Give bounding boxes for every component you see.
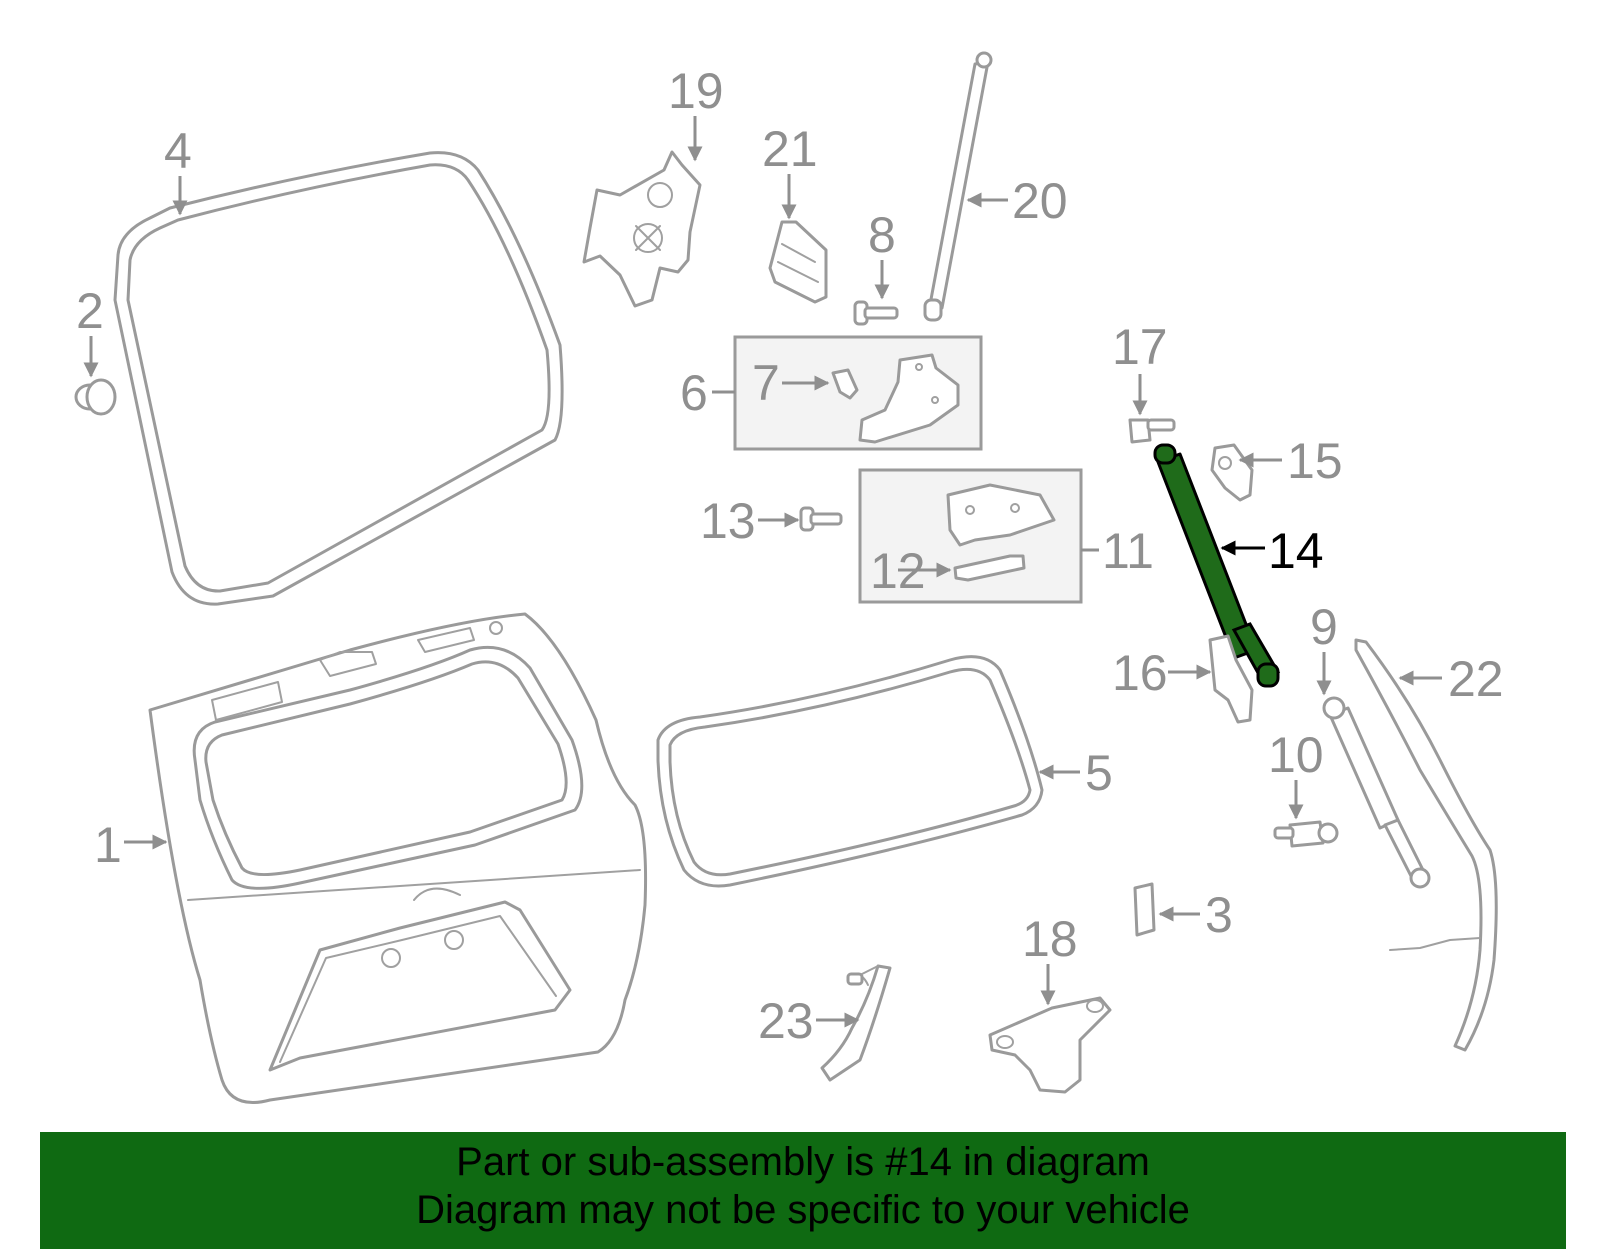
callout-5: 5 [1085, 745, 1113, 801]
callout-22: 22 [1448, 651, 1504, 707]
part-4-glass[interactable] [113, 151, 564, 606]
callout-1: 1 [94, 817, 122, 873]
part-18-latch[interactable] [988, 996, 1112, 1094]
part-10-bolt[interactable] [1273, 820, 1339, 848]
part-15-ballstud[interactable] [1210, 443, 1254, 502]
part-13-bolt[interactable] [799, 506, 843, 532]
part-7-clip[interactable] [831, 368, 859, 400]
callout-18: 18 [1022, 911, 1078, 967]
part-6-bracket[interactable] [858, 353, 960, 444]
callout-6: 6 [680, 365, 708, 421]
callout-8: 8 [868, 207, 896, 263]
callout-13: 13 [700, 493, 756, 549]
part-1-liftgate[interactable] [148, 612, 648, 1104]
banner-line-2: Diagram may not be specific to your vehi… [416, 1188, 1190, 1232]
callout-23: 23 [758, 993, 814, 1049]
part-3-block[interactable] [1133, 882, 1156, 937]
part-20-rod[interactable] [923, 51, 993, 322]
callout-3: 3 [1205, 887, 1233, 943]
callout-10: 10 [1268, 727, 1324, 783]
part-5-glass[interactable] [656, 655, 1044, 888]
callout-15: 15 [1287, 433, 1343, 489]
callout-4: 4 [164, 123, 192, 179]
part-8-bolt[interactable] [853, 300, 899, 326]
part-12-plate[interactable] [953, 554, 1026, 582]
banner-line-1: Part or sub-assembly is #14 in diagram [456, 1140, 1150, 1184]
part-21-bracket[interactable] [768, 220, 828, 304]
callout-16: 16 [1112, 645, 1168, 701]
callout-11: 11 [1102, 523, 1154, 579]
callout-21: 21 [762, 121, 818, 177]
info-banner: Part or sub-assembly is #14 in diagram D… [40, 1132, 1566, 1249]
part-9-strut[interactable] [1322, 696, 1431, 889]
callout-9: 9 [1310, 599, 1338, 655]
part-19-hinge[interactable] [582, 150, 702, 308]
part-23-harness[interactable] [820, 964, 892, 1082]
part-14-lift-support[interactable] [1153, 443, 1281, 688]
callout-19: 19 [668, 63, 724, 119]
callout-17: 17 [1112, 319, 1168, 375]
part-2-stopper[interactable] [74, 378, 117, 416]
callout-14: 14 [1268, 523, 1324, 579]
part-22-trim[interactable] [1354, 638, 1498, 1052]
part-16-bracket[interactable] [1208, 634, 1254, 724]
part-17-bolt[interactable] [1128, 418, 1176, 444]
callout-20: 20 [1012, 173, 1068, 229]
callout-7: 7 [752, 355, 780, 411]
part-11-hinge[interactable] [946, 483, 1056, 547]
callout-2: 2 [76, 283, 104, 339]
